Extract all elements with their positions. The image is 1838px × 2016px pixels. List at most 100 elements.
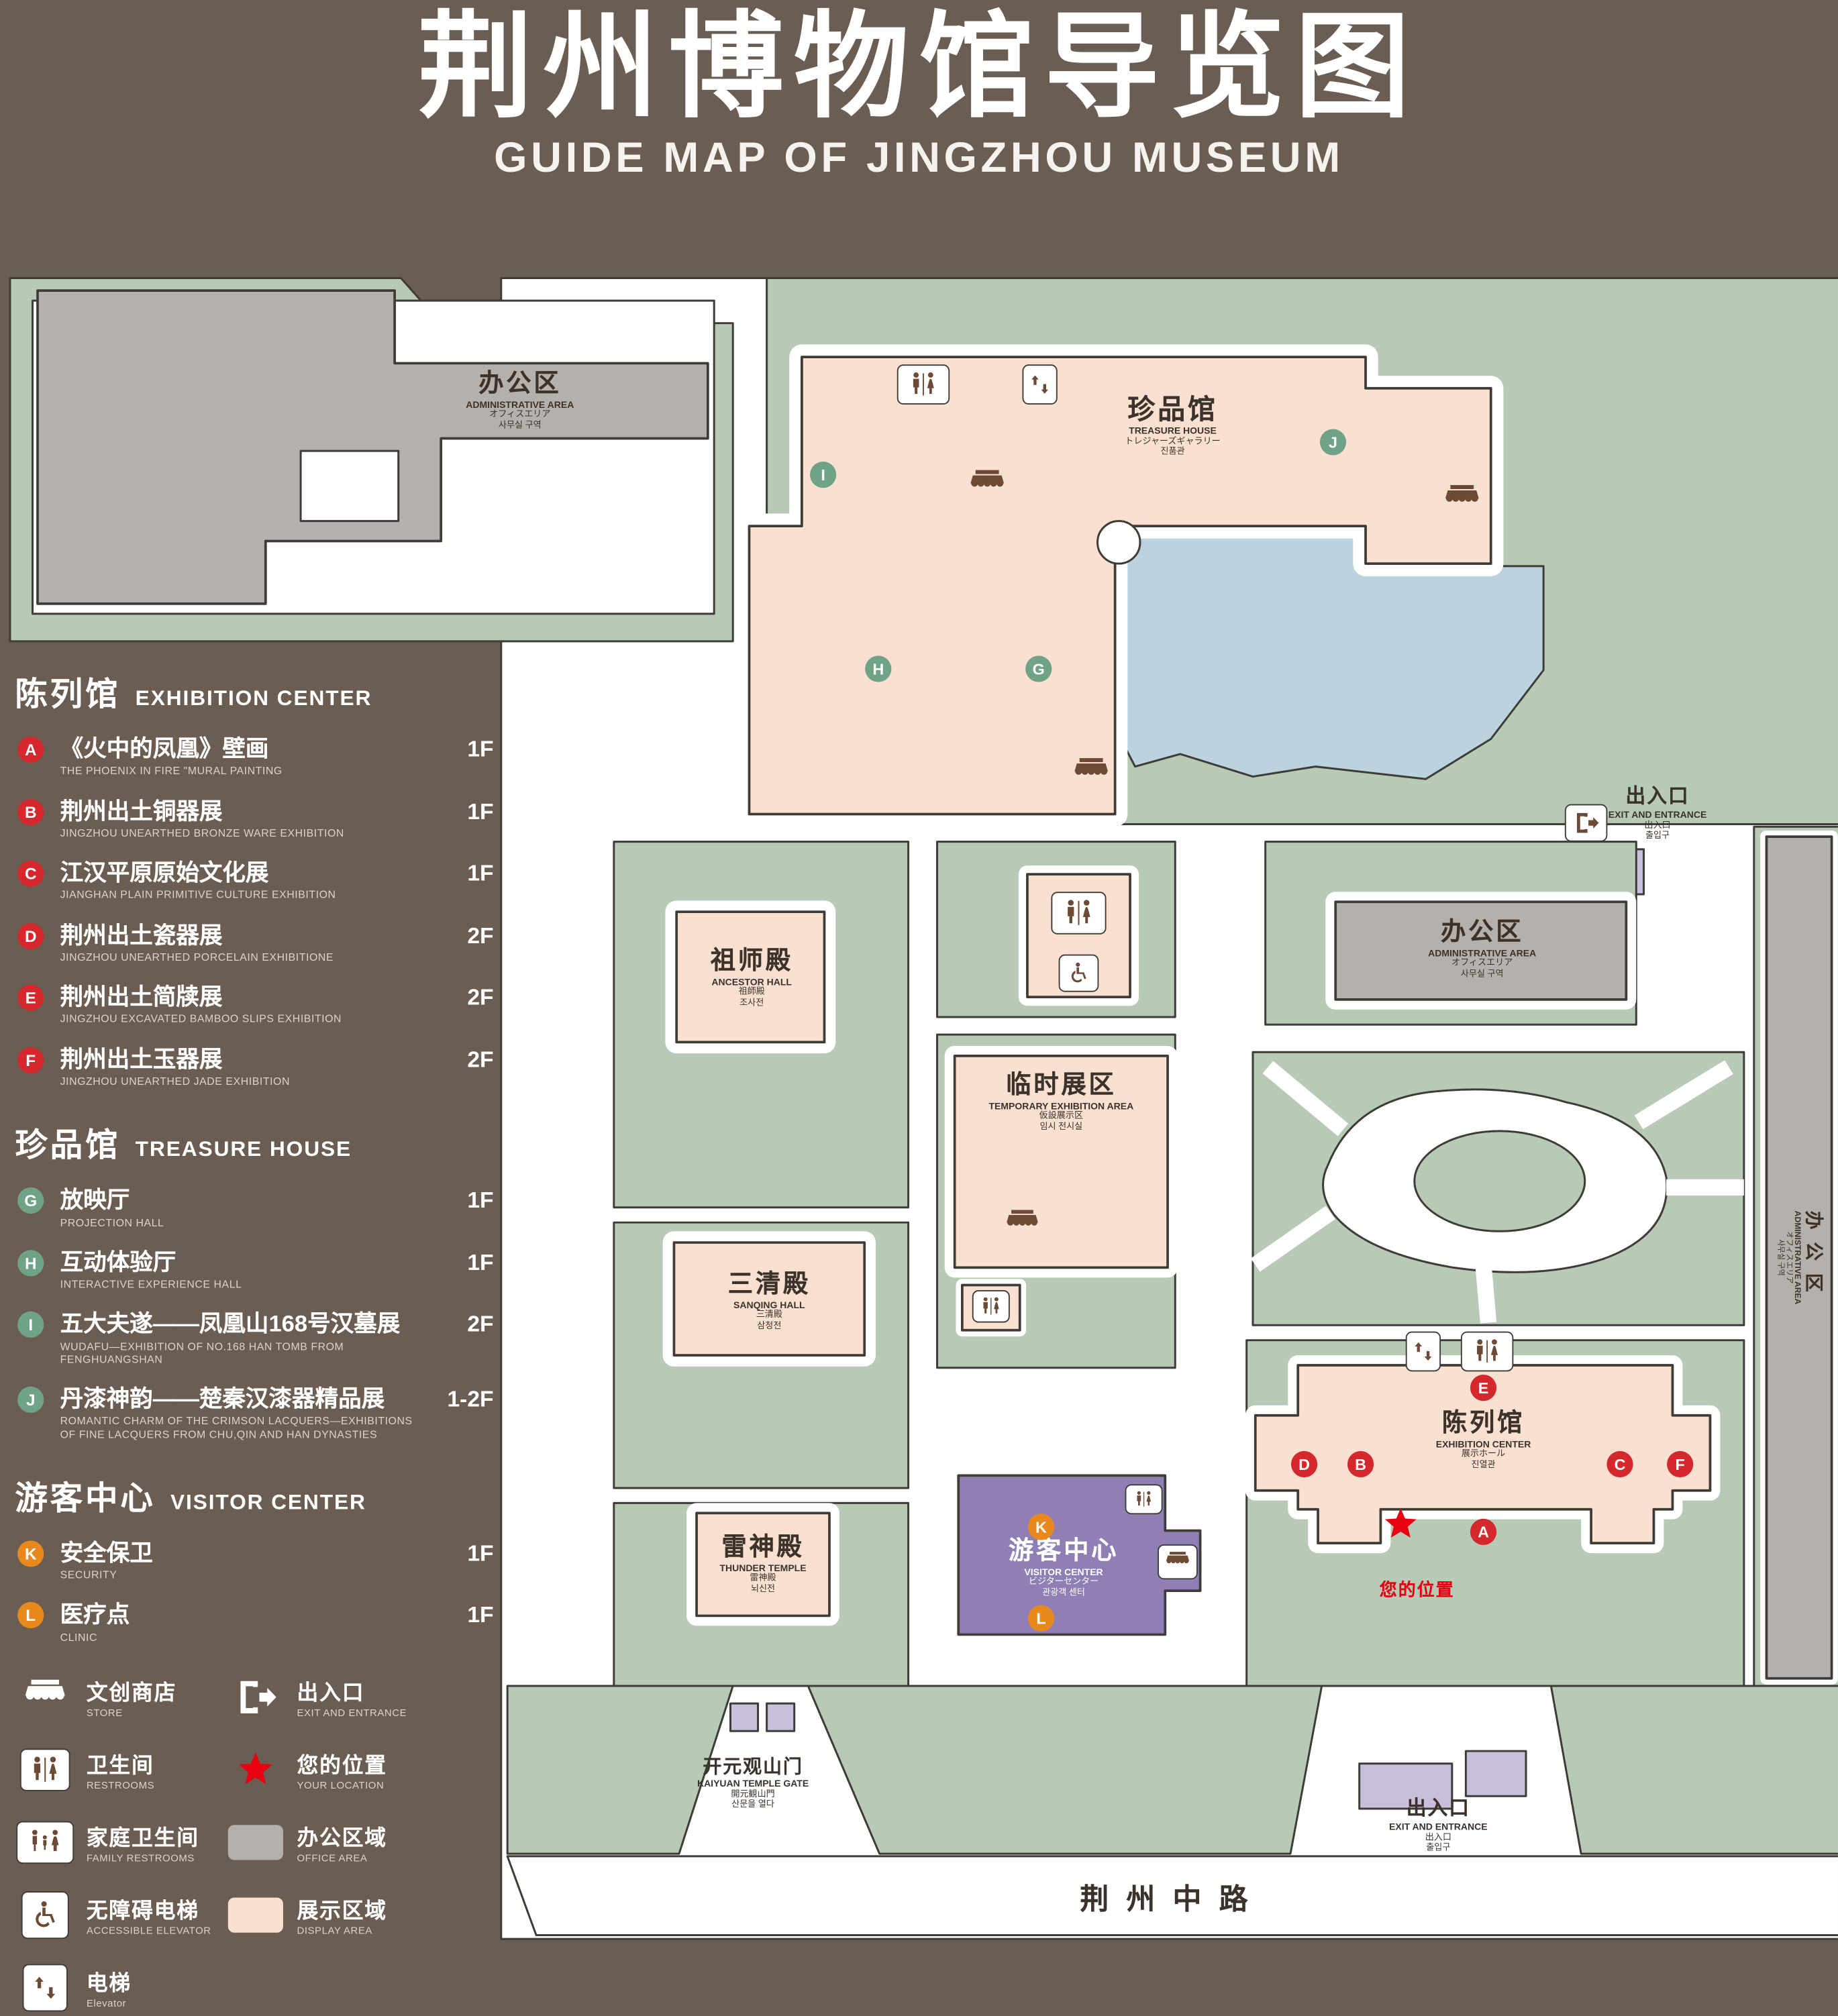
symbol-en: OFFICE AREA [297, 1852, 368, 1864]
garden-path [1634, 1060, 1733, 1130]
map-marker-a: A [1470, 1518, 1497, 1545]
legend-item-k: K 安全保卫 1F SECURITY [15, 1539, 494, 1581]
label-zh: 游客中心 [1008, 1537, 1119, 1565]
lawn-south-west [506, 1685, 734, 1855]
page-title: 荆州博物馆导览图 [417, 3, 1421, 132]
store-icon [1071, 753, 1111, 793]
section-title-en: EXHIBITION CENTER [135, 686, 372, 710]
restroom-icon [972, 1290, 1010, 1323]
legend-symbol-office-area: 办公区域 OFFICE AREA [225, 1813, 494, 1871]
legend-symbol-exit: 出入口 EXIT AND ENTRANCE [225, 1668, 494, 1726]
display-area-swatch [225, 1897, 286, 1933]
label-ko: 관광객 센터 [1042, 1588, 1085, 1597]
label-zh: 珍品馆 [1127, 393, 1218, 425]
label-ko: 사무실 구역 [1460, 969, 1504, 979]
map-canvas [9, 276, 1838, 1940]
building-treasure-house [748, 356, 1492, 816]
legend-item-l: L 医疗点 1F CLINIC [15, 1601, 494, 1643]
exit-south-structure [1358, 1762, 1453, 1810]
marker-letter-badge: B [17, 798, 44, 825]
legend-symbol-family-restrooms: 家庭卫生间 FAMILY RESTROOMS [15, 1813, 225, 1871]
label-exit-south: 出入口 EXIT AND ENTRANCE 出入口 출입구 [1389, 1799, 1488, 1854]
exit-icon [225, 1675, 286, 1719]
gate-structure [729, 1702, 760, 1732]
road-name: 荆州中路 [1080, 1882, 1266, 1915]
item-name-en: SECURITY [60, 1568, 117, 1581]
symbol-en: Elevator [86, 1998, 127, 2010]
accessible-icon [1058, 954, 1099, 992]
legend-item-c: C 江汉平原原始文化展 1F JIANGHAN PLAIN PRIMITIVE … [15, 859, 494, 902]
item-floor: 1F [467, 1187, 494, 1213]
item-floor: 1F [467, 1540, 494, 1566]
label-thunder-temple: 雷神殿 THUNDER TEMPLE 雷神殿 뇌신전 [719, 1534, 806, 1595]
legend-item-b: B 荆州出土铜器展 1F JINGZHOU UNEARTHED BRONZE W… [15, 797, 494, 839]
item-name-en: INTERACTIVE EXPERIENCE HALL [60, 1277, 242, 1291]
map-marker-j: J [1319, 429, 1347, 456]
elevator-icon [15, 1963, 75, 2011]
label-exhibition-center: 陈列馆 EXHIBITION CENTER 展示ホール 진열관 [1436, 1410, 1531, 1471]
legend-item-d: D 荆州出土瓷器展 2F JINGZHOU UNEARTHED PORCELAI… [15, 922, 494, 963]
item-name-en: JINGZHOU UNEARTHED PORCELAIN EXHIBITIONE [60, 950, 334, 963]
label-zh: 办公区 [1802, 1210, 1824, 1305]
item-name-zh: 医疗点 [60, 1601, 130, 1628]
legend-symbol-display-area: 展示区域 DISPLAY AREA [225, 1886, 494, 1944]
section-header: 陈列馆 EXHIBITION CENTER [15, 669, 493, 715]
symbol-text: 卫生间 RESTROOMS [87, 1748, 154, 1791]
symbol-en: EXIT AND ENTRANCE [297, 1707, 407, 1719]
label-admin-top-left: 办公区 ADMINISTRATIVE AREA オフィスエリア 사무실 구역 [466, 370, 574, 431]
office-inner-court [299, 449, 400, 523]
garden-path [1475, 1264, 1497, 1324]
label-ja: トレジャーズギャラリー [1125, 437, 1221, 446]
symbol-text: 办公区域 OFFICE AREA [297, 1820, 387, 1864]
legend-section-exhibition-center: 陈列馆 EXHIBITION CENTER A 《火中的凤凰》壁画 1F THE… [15, 669, 493, 1087]
symbol-text: 展示区域 DISPLAY AREA [297, 1893, 387, 1937]
label-ja: ビジターセンター [1028, 1578, 1099, 1587]
item-floor: 1F [467, 736, 494, 762]
symbol-zh: 展示区域 [297, 1899, 387, 1923]
label-ko: 사무실 구역 [1776, 1239, 1784, 1276]
item-name-zh: 互动体验厅 [60, 1248, 176, 1275]
poster-header: 荆州博物馆导览图 GUIDE MAP OF JINGZHOU MUSEUM [0, 0, 1838, 182]
symbol-zh: 您的位置 [297, 1754, 387, 1778]
label-exit-right: 出入口 EXIT AND ENTRANCE 出入口 출입구 [1609, 786, 1707, 842]
item-name-en: WUDAFU—EXHIBITION OF NO.168 HAN TOMB FRO… [60, 1339, 344, 1365]
label-en: ADMINISTRATIVE AREA [466, 398, 574, 410]
label-treasure-house: 珍品馆 TREASURE HOUSE トレジャーズギャラリー 진품관 [1125, 394, 1220, 458]
label-en: TREASURE HOUSE [1129, 425, 1217, 437]
label-zh: 雷神殿 [721, 1534, 805, 1562]
restroom-icon [897, 364, 950, 405]
symbol-en: RESTROOMS [86, 1780, 155, 1792]
label-en: EXHIBITION CENTER [1435, 1438, 1531, 1450]
label-ja: 仮設展示区 [1039, 1112, 1084, 1121]
label-zh: 陈列馆 [1441, 1410, 1525, 1438]
lawn-south-mid [807, 1685, 1323, 1855]
label-ja: 開元観山門 [731, 1789, 775, 1799]
symbol-text: 文创商店 STORE [87, 1675, 176, 1719]
item-floor: 1F [467, 1602, 494, 1628]
legend-item-a: A 《火中的凤凰》壁画 1F THE PHOENIX IN FIRE "MURA… [15, 735, 494, 778]
symbol-text: 电梯 Elevator [87, 1966, 132, 2009]
section-title-en: TREASURE HOUSE [135, 1137, 352, 1162]
store-icon [1158, 1544, 1198, 1580]
item-name-en: PROJECTION HALL [60, 1215, 164, 1228]
label-ancestor-hall: 祖师殿 ANCESTOR HALL 祖師殿 조사전 [711, 947, 793, 1008]
item-name-en: CLINIC [60, 1630, 98, 1643]
map-marker-e: E [1470, 1375, 1497, 1401]
item-name-zh: 荆州出土铜器展 [60, 797, 223, 824]
garden-path [1262, 1061, 1349, 1136]
marker-letter-badge: F [17, 1047, 44, 1073]
item-name-en: THE PHOENIX IN FIRE "MURAL PAINTING [60, 764, 283, 778]
exit-south-structure [1464, 1750, 1527, 1797]
symbol-zh: 文创商店 [86, 1681, 177, 1705]
item-floor: 1-2F [447, 1386, 494, 1412]
item-name-en: ROMANTIC CHARM OF THE CRIMSON LACQUERS—E… [60, 1414, 413, 1440]
map-marker-f: F [1667, 1450, 1694, 1478]
symbol-en: YOUR LOCATION [297, 1780, 385, 1792]
gate-structure [766, 1702, 796, 1732]
label-en: ANCESTOR HALL [711, 975, 792, 988]
label-ko: 진열관 [1471, 1461, 1496, 1470]
building-ancestor-hall [675, 910, 826, 1044]
building-admin-mid [1334, 900, 1628, 1001]
label-ko: 출입구 [1426, 1843, 1451, 1853]
